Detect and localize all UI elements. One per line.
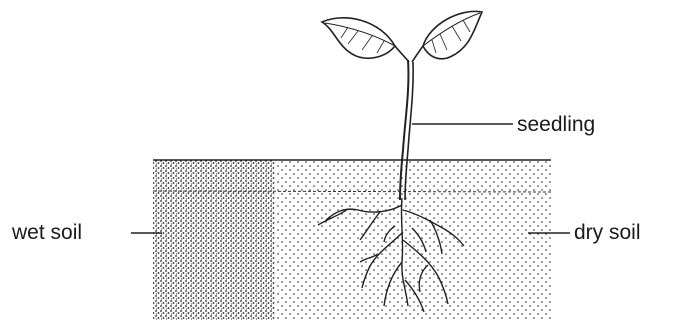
seedling-label: seedling — [517, 114, 595, 135]
dry-soil-region — [275, 160, 551, 320]
wet-soil-region — [153, 160, 275, 320]
dry-soil-label: dry soil — [574, 222, 641, 243]
wet-soil-label: wet soil — [12, 222, 82, 243]
right-leaf — [423, 11, 482, 58]
